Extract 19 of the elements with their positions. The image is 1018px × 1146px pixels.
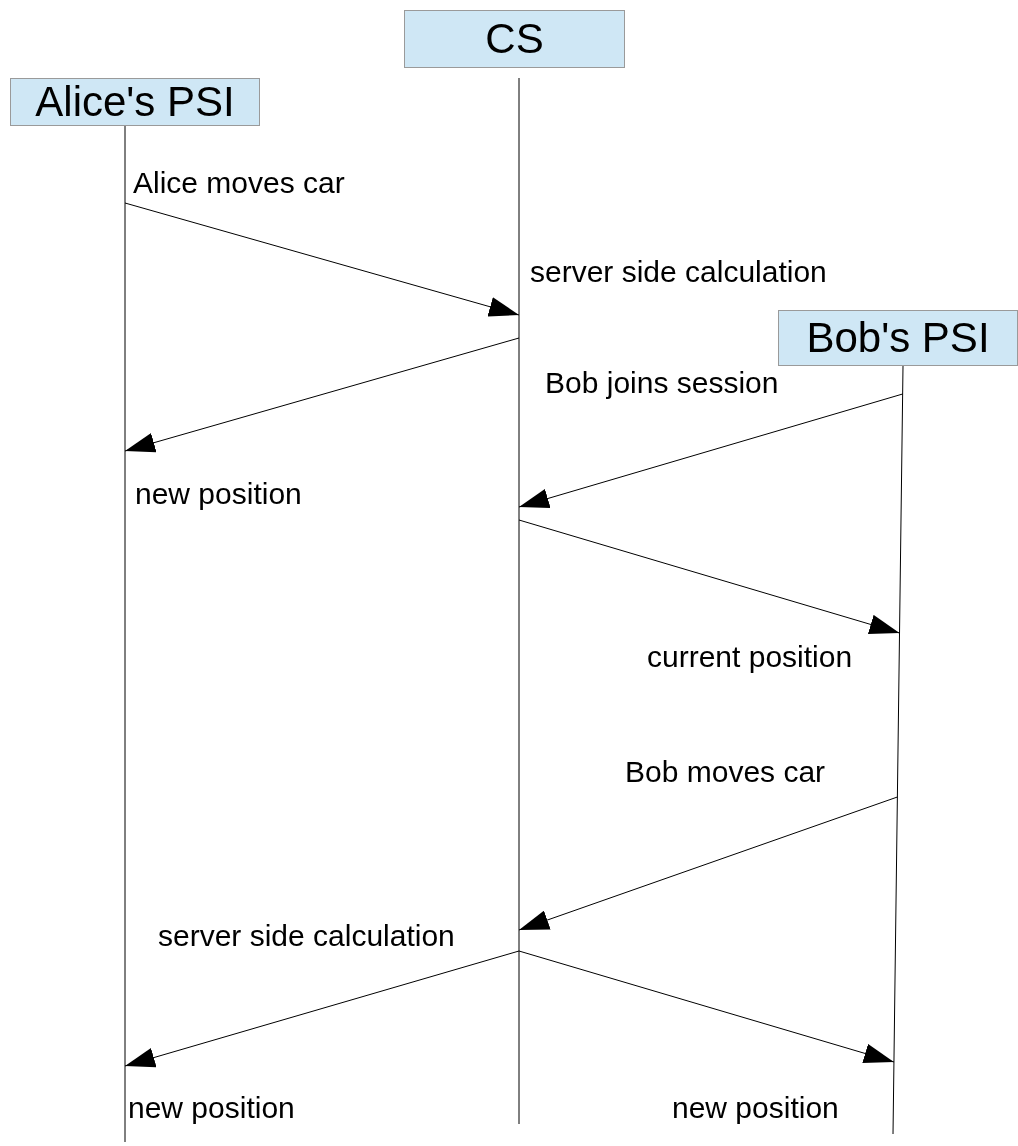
message-arrow <box>518 950 895 1064</box>
message-arrow <box>124 202 520 317</box>
message-arrow <box>518 393 904 509</box>
edge-label: Alice moves car <box>133 166 345 200</box>
edge-label: Bob joins session <box>545 366 779 400</box>
edge-label: current position <box>647 640 853 674</box>
note-text: server side calculation <box>530 255 827 289</box>
participant-box: Alice's PSI <box>10 78 260 126</box>
participant-box: Bob's PSI <box>778 310 1018 366</box>
participant-box: CS <box>404 10 625 68</box>
message-arrow <box>124 337 520 453</box>
edge-label: new position <box>672 1091 839 1125</box>
message-arrow <box>518 519 900 635</box>
message-arrow <box>518 796 898 931</box>
edge-label: Bob moves car <box>625 755 826 789</box>
message-arrow <box>124 950 520 1068</box>
edge-label: new position <box>128 1091 295 1125</box>
edge-label: new position <box>135 477 302 511</box>
note-text: server side calculation <box>158 919 455 953</box>
